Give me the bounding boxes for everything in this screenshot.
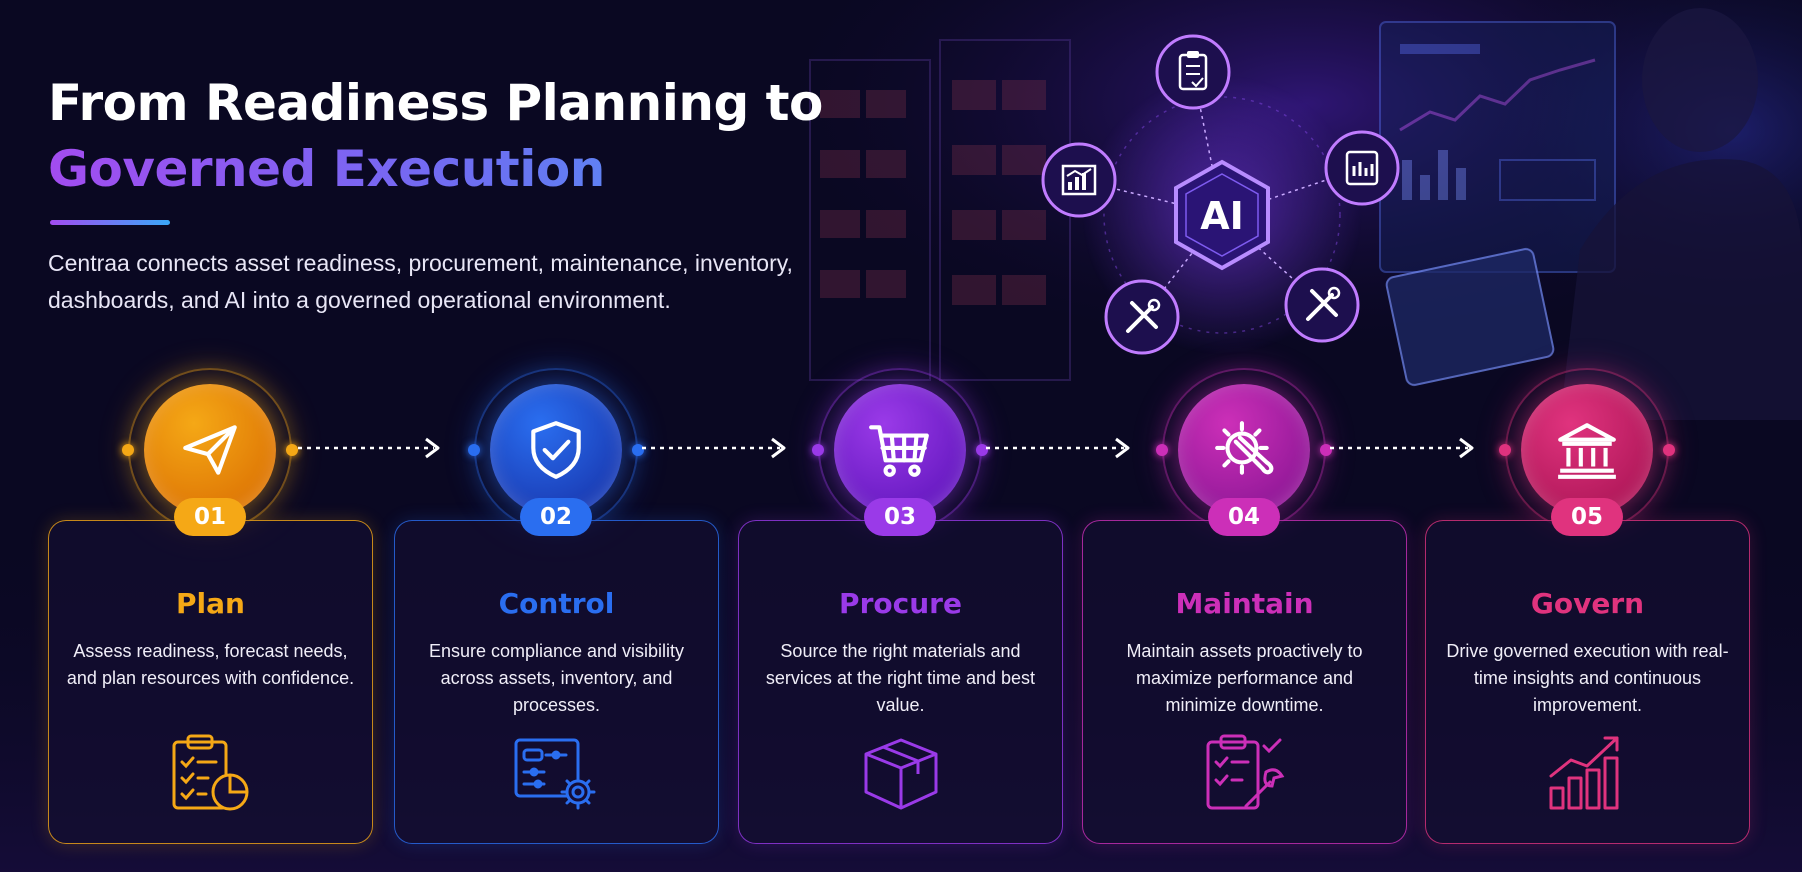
step-maintain: 04 Maintain Maintain assets proactively … <box>1082 368 1407 844</box>
page-subtitle: Centraa connects asset readiness, procur… <box>48 250 793 313</box>
step-description: Assess readiness, forecast needs, and pl… <box>66 641 355 688</box>
step-icon-circle <box>1521 384 1653 516</box>
page-title: From Readiness Planning to Governed Exec… <box>48 70 823 202</box>
step-title: Plan <box>176 587 245 620</box>
ai-hub-diagram: AI <box>1041 34 1400 355</box>
clipboard-wrench-icon <box>1206 734 1285 810</box>
step-card <box>48 520 373 844</box>
checklist-icon <box>1155 34 1231 110</box>
step-plan: 01 Plan Assess readiness, forecast needs… <box>48 368 373 844</box>
step-govern: 05 Govern Drive governed execution with … <box>1425 368 1750 844</box>
step-icon-circle <box>490 384 622 516</box>
ai-core-label: AI <box>1200 194 1244 238</box>
step-card <box>1425 520 1750 844</box>
flow-arrow <box>298 437 440 459</box>
connector-dot <box>286 444 298 456</box>
step-number-badge: 05 <box>1551 498 1623 536</box>
person-silhouette <box>1385 8 1802 420</box>
connector-dot <box>632 444 644 456</box>
tools-icon <box>1284 267 1360 343</box>
step-title: Maintain <box>1175 587 1314 620</box>
connector-dot <box>1499 444 1511 456</box>
connector-dot <box>1663 444 1675 456</box>
paper-plane-icon <box>183 425 237 475</box>
step-title: Govern <box>1530 587 1645 620</box>
title-line-2: Governed Execution <box>48 136 823 202</box>
step-number-badge: 04 <box>1208 498 1280 536</box>
report-icon <box>1324 130 1400 206</box>
institution-icon <box>1558 423 1616 479</box>
step-description: Drive governed execution with real-time … <box>1446 641 1729 715</box>
flow-arrow <box>986 437 1130 459</box>
step-icon-circle <box>834 384 966 516</box>
shopping-cart-icon <box>869 425 929 477</box>
flow-arrow <box>1330 437 1474 459</box>
connector-dot <box>812 444 824 456</box>
step-title: Control <box>498 587 615 620</box>
clipboard-chart-icon <box>172 734 249 811</box>
step-number-badge: 01 <box>174 498 246 536</box>
step-icon-circle <box>1178 384 1310 516</box>
ai-core-hexagon <box>1174 159 1270 271</box>
tools-icon <box>1104 279 1180 355</box>
step-description: Source the right materials and services … <box>765 641 1036 715</box>
step-icon-circle <box>144 384 276 516</box>
flow-arrow <box>642 437 786 459</box>
step-number-badge: 03 <box>864 498 936 536</box>
title-underline <box>50 220 170 225</box>
connector-dot <box>468 444 480 456</box>
shield-check-icon <box>531 421 581 479</box>
step-card <box>1082 520 1407 844</box>
step-procure: 03 Procure Source the right materials an… <box>738 368 1063 844</box>
connector-dot <box>122 444 134 456</box>
gear-wrench-icon <box>1215 421 1274 475</box>
growth-chart-icon <box>1549 736 1619 810</box>
step-title: Procure <box>839 587 962 620</box>
step-description: Ensure compliance and visibility across … <box>428 641 685 715</box>
chart-icon <box>1041 142 1117 218</box>
title-line-1: From Readiness Planning to <box>48 74 823 132</box>
step-card <box>394 520 719 844</box>
connector-dot <box>976 444 988 456</box>
package-box-icon <box>864 738 938 810</box>
step-control: 02 Control Ensure compliance and visibil… <box>394 368 719 844</box>
control-panel-gear-icon <box>514 738 596 810</box>
step-description: Maintain assets proactively to maximize … <box>1126 641 1363 715</box>
connector-dot <box>1320 444 1332 456</box>
connector-dot <box>1156 444 1168 456</box>
step-number-badge: 02 <box>520 498 592 536</box>
